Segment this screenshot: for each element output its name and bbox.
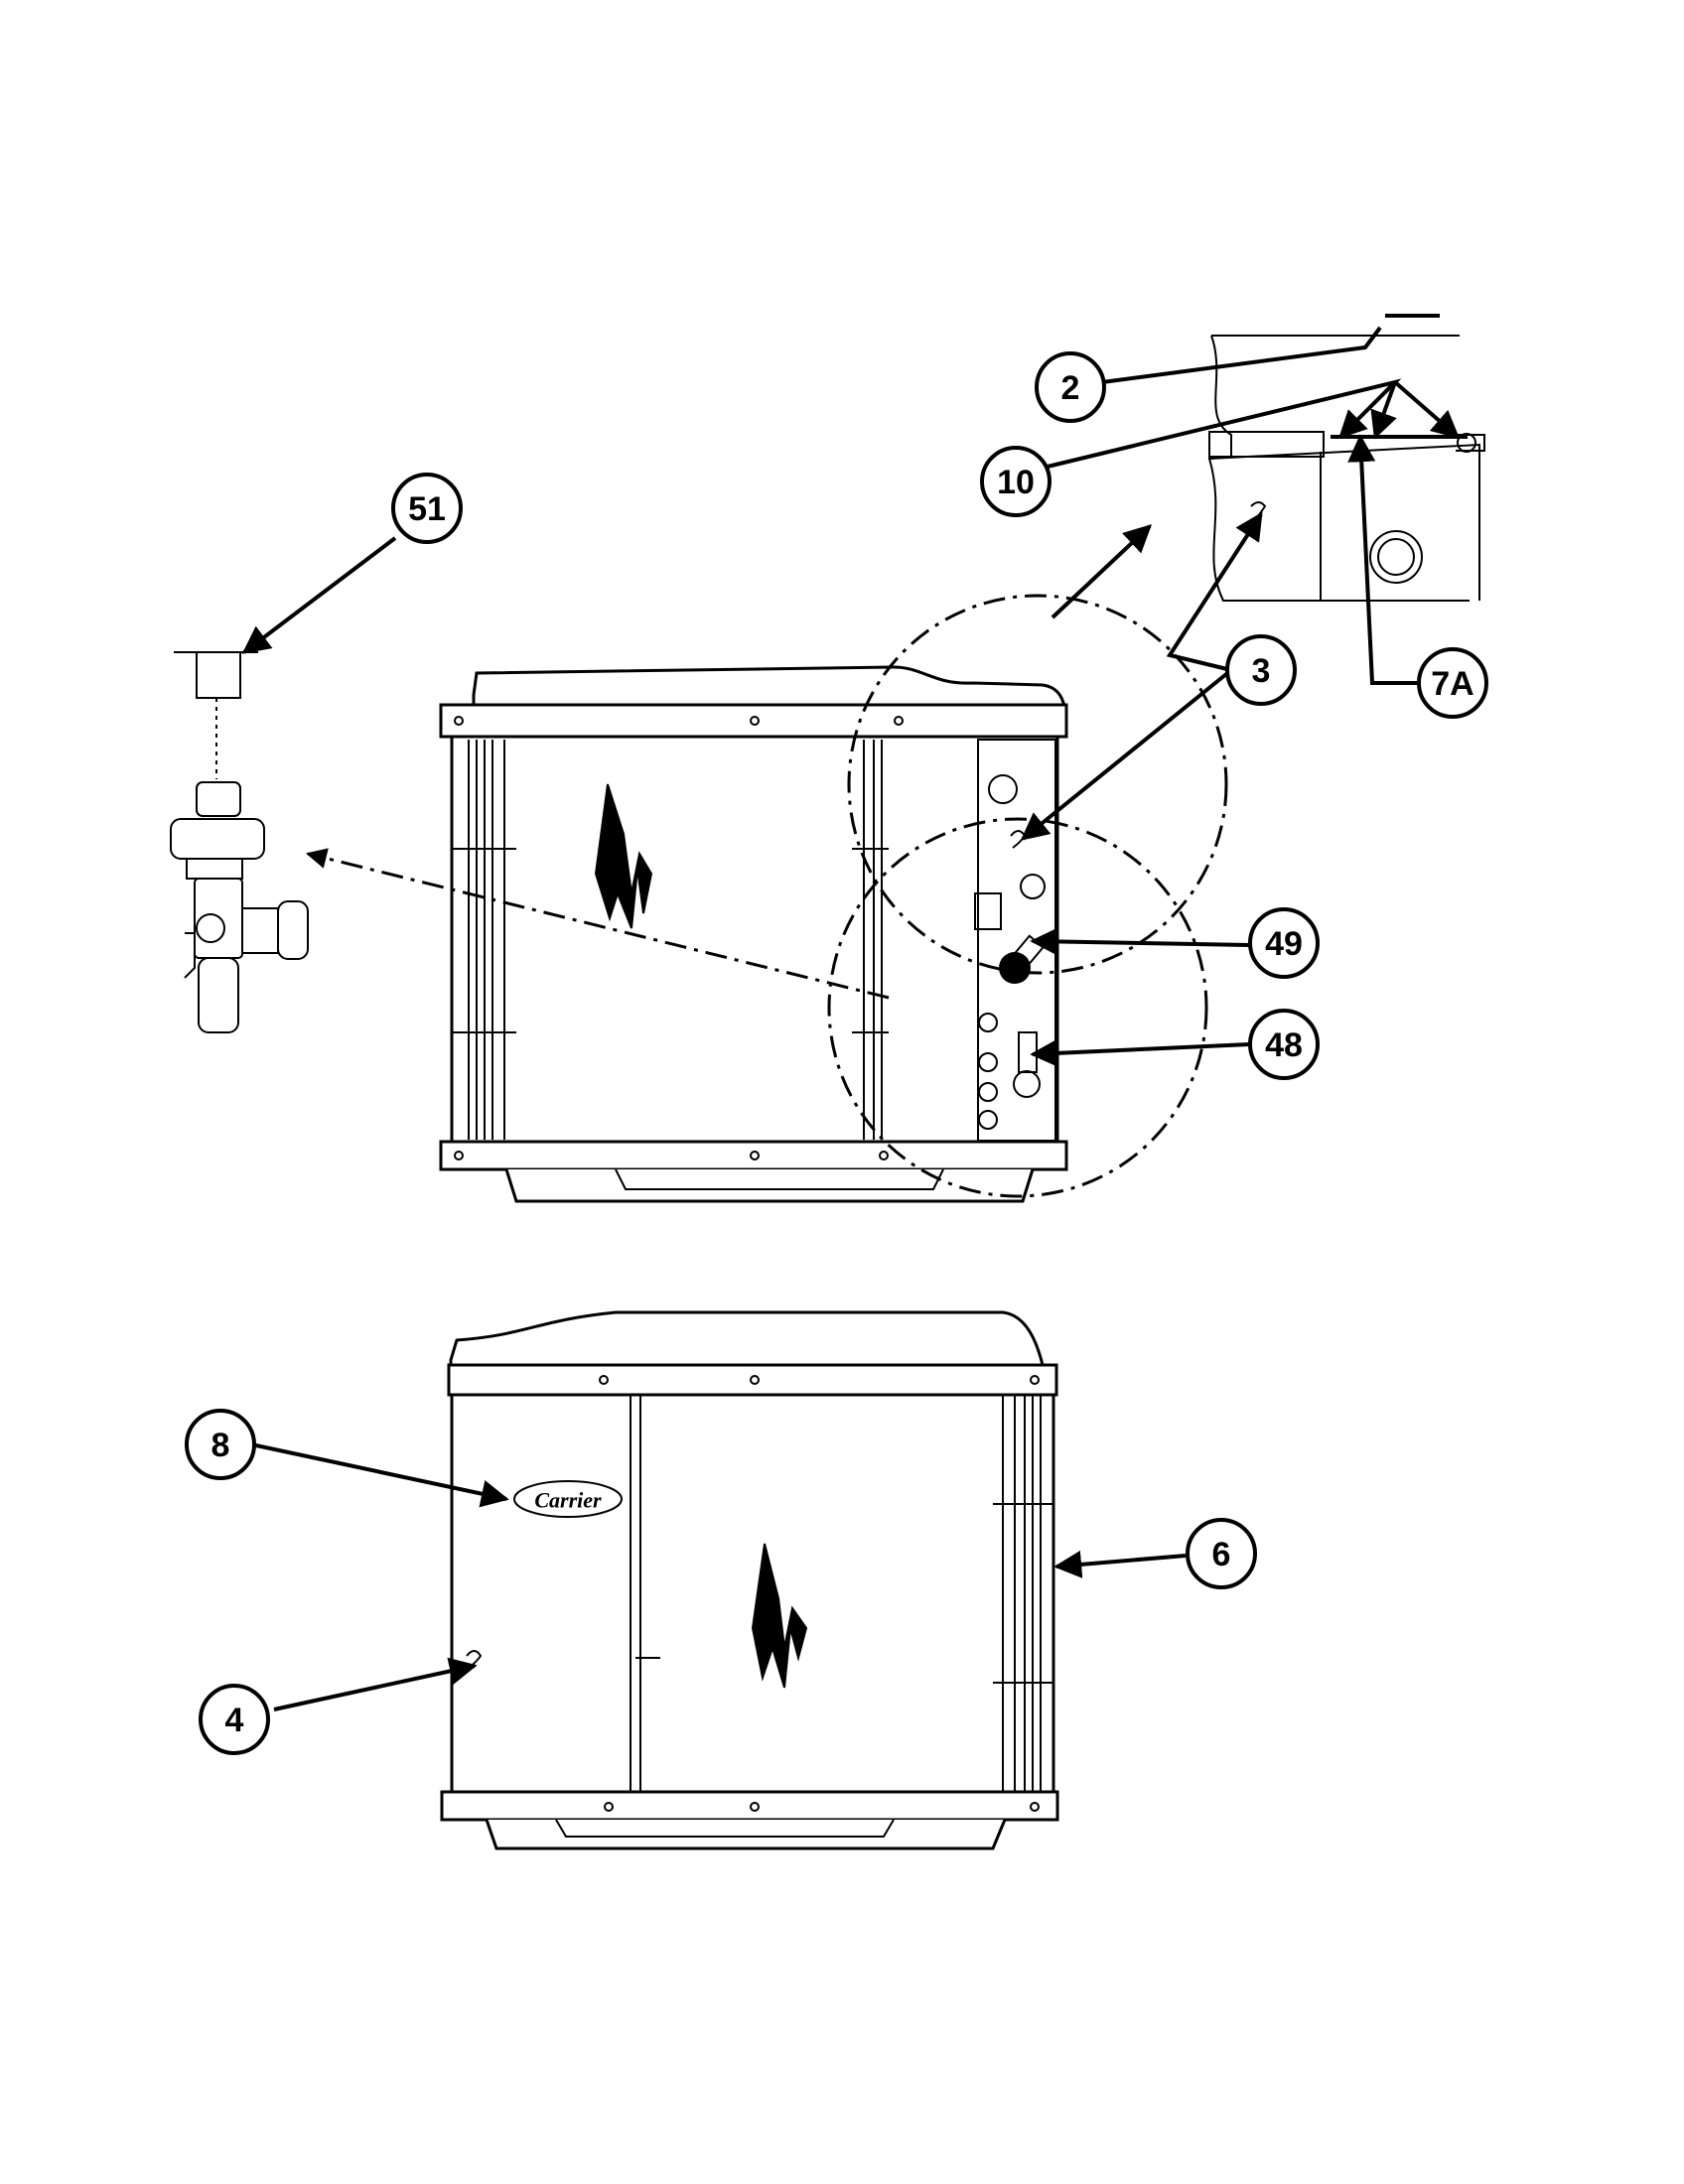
callout-2-label: 2 xyxy=(1061,369,1080,407)
callout-8: 8 xyxy=(185,1409,256,1480)
service-valve-detail xyxy=(170,651,309,1033)
detail-inset xyxy=(1207,335,1485,602)
condenser-unit-bottom: Carrier xyxy=(440,1310,1059,1850)
carrier-logo: Carrier xyxy=(534,1488,602,1513)
callout-51-label: 51 xyxy=(408,490,446,528)
callout-48-label: 48 xyxy=(1265,1026,1303,1064)
callout-6-label: 6 xyxy=(1212,1536,1231,1573)
callout-49: 49 xyxy=(1248,907,1320,979)
callout-7A-label: 7A xyxy=(1431,665,1474,703)
callout-49-label: 49 xyxy=(1265,925,1303,963)
callout-7A: 7A xyxy=(1417,647,1488,719)
leader-lines xyxy=(241,314,1461,1711)
callout-6: 6 xyxy=(1186,1518,1257,1589)
callout-4-label: 4 xyxy=(225,1702,244,1739)
callout-8-label: 8 xyxy=(211,1427,230,1464)
callout-3: 3 xyxy=(1225,634,1297,706)
callout-4: 4 xyxy=(199,1684,270,1755)
callout-2: 2 xyxy=(1035,351,1106,423)
callout-10-label: 10 xyxy=(997,464,1035,501)
detail-circle-lower xyxy=(827,817,1208,1198)
valve-reference-arrow xyxy=(305,848,890,1000)
callout-48: 48 xyxy=(1248,1009,1320,1080)
callout-51: 51 xyxy=(391,473,463,544)
condenser-unit-top xyxy=(439,665,1068,1203)
detail-circle-upper xyxy=(847,594,1228,975)
callout-3-label: 3 xyxy=(1252,652,1271,690)
callout-10: 10 xyxy=(980,446,1052,517)
